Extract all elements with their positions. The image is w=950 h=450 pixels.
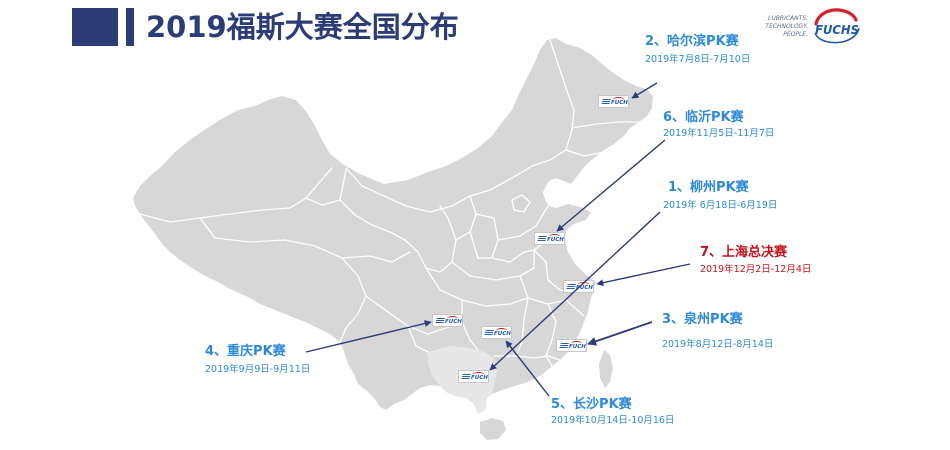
marker-logo-text: FUCHS [569,344,586,350]
tagline-line: TECHNOLOGY. [765,23,808,30]
page-title: 2019福斯大赛全国分布 [146,10,459,44]
fuchs-lines-icon [484,330,494,336]
marker-liuzhou: FUCHS [458,370,489,383]
hainan-island [480,418,506,440]
marker-harbin: FUCHS [598,95,629,108]
marker-logo-text: FUCHS [494,331,511,337]
header-block-square [72,8,118,46]
fuchs-lines-icon [461,374,471,380]
fuchs-logo: FUCHS [814,8,860,44]
fuchs-arc-icon [447,316,458,321]
tagline-line: PEOPLE. [783,31,808,38]
marker-logo-text: FUCHS [445,319,462,325]
event-date: 2019年11月5日-11月7日 [663,128,775,139]
event-date: 2019年9月9日-9月11日 [205,364,311,375]
marker-chongqing: FUCHS [432,314,463,327]
fuchs-arc-icon [473,372,484,377]
event-date: 2019年7月8日-7月10日 [645,54,751,65]
marker-changsha: FUCHS [481,326,512,339]
event-label: 1、柳州PK赛 [668,180,749,195]
event-label: 7、上海总决赛 [700,245,788,260]
event-label: 3、泉州PK赛 [662,312,743,327]
event-label: 4、重庆PK赛 [205,344,286,359]
fuchs-lines-icon [537,236,547,242]
logo-blue-ring-icon [814,27,860,44]
marker-linyi: FUCHS [534,232,565,245]
tagline-line: LUBRICANTS. [768,15,808,22]
logo-wordmark: FUCHS [815,22,859,37]
marker-logo-text: FUCHS [576,285,593,291]
header-accent-bar [126,8,134,46]
fuchs-lines-icon [601,99,611,105]
event-date: 2019年10月14日-10月16日 [551,415,675,426]
logo-red-arc-icon [814,8,858,26]
brand-tagline: LUBRICANTS. TECHNOLOGY. PEOPLE. [742,15,808,39]
marker-logo-text: FUCHS [547,237,564,243]
event-date: 2019年12月2日-12月4日 [700,264,812,275]
event-date: 2019年 6月18日-6月19日 [663,200,778,211]
fuchs-arc-icon [613,97,624,102]
marker-shanghai: FUCHS [563,280,594,293]
event-label: 2、哈尔滨PK赛 [645,34,739,49]
event-date: 2019年8月12日-8月14日 [662,339,774,350]
event-label: 5、长沙PK赛 [551,397,632,412]
fuchs-lines-icon [566,284,576,290]
marker-logo-text: FUCHS [611,100,628,106]
marker-logo-text: FUCHS [471,375,488,381]
taiwan-island [599,350,613,388]
marker-quanzhou: FUCHS [556,339,587,352]
event-label: 6、临沂PK赛 [663,110,744,125]
fuchs-lines-icon [559,343,569,349]
fuchs-lines-icon [435,318,445,324]
